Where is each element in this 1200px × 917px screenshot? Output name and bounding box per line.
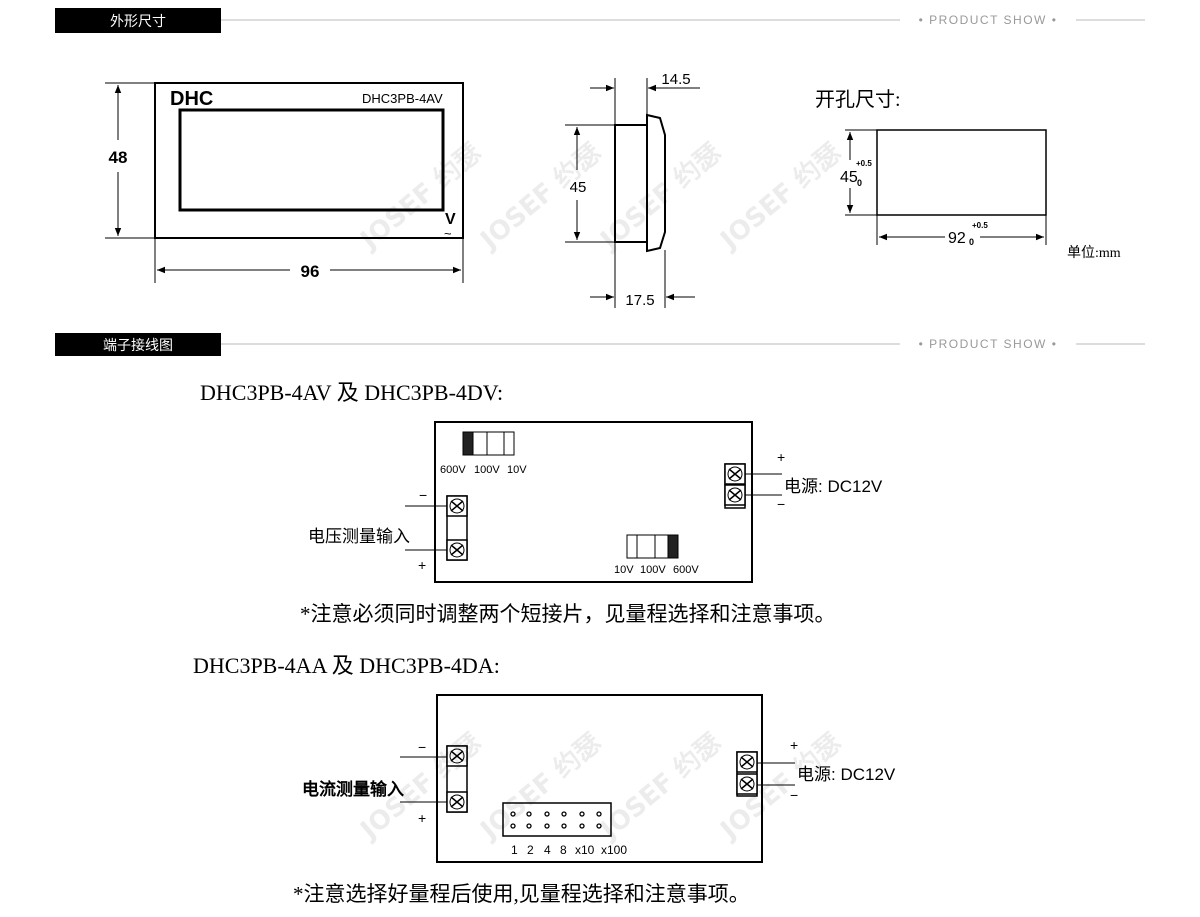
cutout-width: 92 (948, 230, 966, 247)
terminal-screw-icon (446, 539, 468, 561)
section-header-wiring: 端子接线图 • PRODUCT SHOW • (55, 333, 1145, 356)
ac-symbol: ~ (444, 226, 452, 241)
wiring-diagram-voltage: DHC3PB-4AV 及 DHC3PB-4DV: 600V 100V 10V 1… (200, 380, 883, 626)
jumper-pins (510, 811, 602, 829)
jumper-label: 10V (507, 464, 527, 476)
wiring-note: *注意选择好量程后使用,见量程选择和注意事项。 (293, 882, 750, 906)
terminal-screw-icon (446, 495, 468, 517)
section-title: 端子接线图 (103, 337, 173, 354)
minus-sign: − (418, 739, 426, 755)
unit-label: 单位:mm (1067, 245, 1121, 261)
model-label: DHC3PB-4AV (362, 91, 443, 106)
jumper-label: 8 (560, 843, 567, 857)
svg-text:JOSEF 约瑟: JOSEF 约瑟 (593, 727, 727, 847)
cutout-height: 45 (840, 169, 858, 186)
tolerance-lower: 0 (969, 237, 974, 247)
tolerance-upper: +0.5 (856, 159, 872, 168)
jumper-label: 600V (440, 464, 466, 476)
minus-sign: − (419, 487, 427, 503)
terminal-screw-icon (724, 484, 746, 506)
jumper-label: 100V (640, 564, 666, 576)
height-dimension: 48 (109, 148, 128, 167)
input-label: 电压测量输入 (308, 527, 410, 546)
front-view-diagram: DHC DHC3PB-4AV V ~ 48 96 (105, 82, 464, 283)
svg-text:JOSEF 约瑟: JOSEF 约瑟 (473, 137, 607, 257)
terminal-screw-icon (736, 751, 758, 773)
jumper-label: 2 (527, 843, 534, 857)
plus-sign: + (777, 449, 785, 465)
plus-sign: + (418, 557, 426, 573)
tolerance-lower: 0 (857, 178, 862, 188)
wiring-title: DHC3PB-4AV 及 DHC3PB-4DV: (200, 380, 503, 405)
section-title: 外形尺寸 (110, 14, 166, 30)
minus-sign: − (790, 787, 798, 803)
jumper-label: 100V (474, 464, 500, 476)
terminal-screw-icon (724, 463, 746, 485)
product-show-tag: • PRODUCT SHOW • (919, 13, 1058, 27)
jumper-label: 4 (544, 843, 551, 857)
tolerance-upper: +0.5 (972, 221, 988, 230)
jumper-label: x100 (601, 843, 627, 857)
wiring-title: DHC3PB-4AA 及 DHC3PB-4DA: (193, 653, 500, 678)
section-header-dimensions: 外形尺寸 • PRODUCT SHOW • (55, 8, 1145, 33)
jumper-label: 600V (673, 564, 699, 576)
terminal-screw-icon (446, 791, 468, 813)
brand-label: DHC (170, 88, 213, 110)
side-height-dimension: 45 (570, 179, 587, 196)
jumper-label: 10V (614, 564, 634, 576)
product-show-tag: • PRODUCT SHOW • (919, 337, 1058, 351)
power-label: 电源: DC12V (784, 477, 883, 496)
watermark: JOSEF 约瑟 JOSEF 约瑟 JOSEF 约瑟 JOSEF 约瑟 (353, 727, 847, 847)
wiring-note: *注意必须同时调整两个短接片，见量程选择和注意事项。 (300, 602, 836, 626)
plus-sign: + (418, 810, 426, 826)
svg-text:JOSEF 约瑟: JOSEF 约瑟 (713, 727, 847, 847)
jumper-bottom (626, 534, 679, 559)
side-view-diagram: 14.5 45 17.5 (565, 71, 700, 309)
jumper-top (462, 431, 515, 456)
power-label: 电源: DC12V (797, 765, 896, 784)
unit-symbol: V (445, 211, 456, 228)
width-dimension: 96 (301, 262, 320, 281)
jumper-label: x10 (575, 843, 595, 857)
wiring-diagram-current: DHC3PB-4AA 及 DHC3PB-4DA: − + 电流测量输入 1 2 … (193, 653, 896, 906)
plus-sign: + (790, 737, 798, 753)
depth-dimension: 17.5 (625, 292, 654, 309)
jumper-label: 1 (511, 843, 518, 857)
range-jumper-block (502, 802, 612, 837)
cutout-title: 开孔尺寸: (815, 88, 901, 111)
input-label: 电流测量输入 (302, 779, 404, 799)
minus-sign: − (777, 496, 785, 512)
cutout-diagram: 开孔尺寸: 45 +0.5 0 92 +0.5 0 单位:mm (815, 88, 1121, 261)
svg-text:JOSEF 约瑟: JOSEF 约瑟 (713, 137, 847, 257)
bezel-dimension: 14.5 (661, 71, 690, 88)
